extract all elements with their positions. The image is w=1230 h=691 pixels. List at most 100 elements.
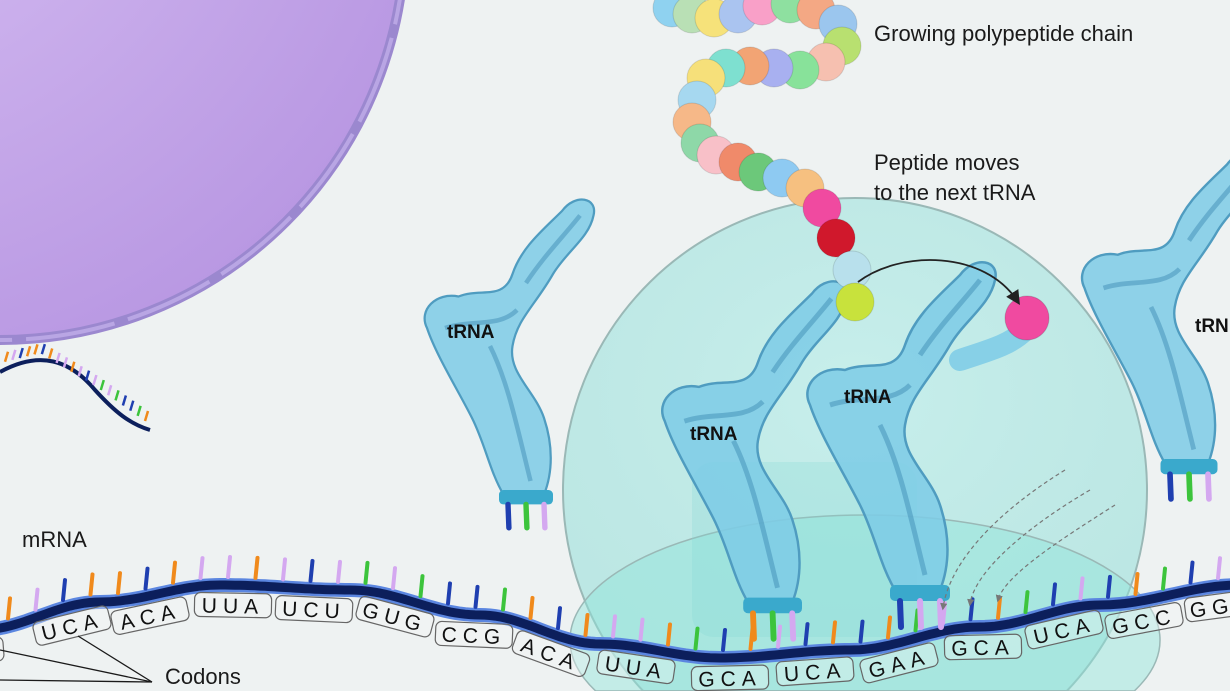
codon-text: CCG <box>441 623 507 649</box>
nucleotide-base <box>583 612 590 637</box>
codon-text: GG <box>1189 594 1230 623</box>
codon: GCA <box>690 664 770 691</box>
nucleotide-base <box>226 555 232 580</box>
nucleotide-base <box>143 410 150 422</box>
nucleotide-base <box>25 345 32 357</box>
anticodon-base <box>937 598 944 630</box>
mrna-fragment <box>0 343 151 432</box>
trna <box>423 198 596 531</box>
nucleotide-base <box>556 606 562 631</box>
nucleotide-base <box>136 405 142 417</box>
trna-label: tRNA <box>844 387 892 408</box>
trna-label: tRNA <box>447 322 495 343</box>
nucleotide-base <box>198 556 205 581</box>
nucleotide-base <box>143 566 150 591</box>
nucleotide-base <box>693 626 700 651</box>
nucleotide-base <box>77 365 83 377</box>
nucleotide-base <box>858 619 865 644</box>
nucleotide-base <box>913 608 920 633</box>
trna <box>661 280 848 642</box>
nucleotide-base <box>1216 556 1222 581</box>
nucleotide-base <box>1106 574 1112 599</box>
nucleotide-base <box>1051 582 1057 607</box>
nucleotide-base <box>968 597 975 622</box>
amino-acid-bead <box>816 218 856 258</box>
codon: A <box>0 636 5 664</box>
anticodon-base <box>750 610 757 642</box>
nucleotide-base <box>116 571 122 596</box>
nucleotide-base <box>831 620 837 645</box>
nucleotide-base <box>1188 560 1195 585</box>
nucleotide-base <box>996 595 1002 620</box>
codon-text: GCA <box>951 636 1015 660</box>
nucleotide-base <box>70 361 76 373</box>
trna-molecules <box>423 159 1230 642</box>
nucleotide-base <box>129 400 135 412</box>
anticodon-base <box>789 610 797 642</box>
codon: UCU <box>274 595 354 624</box>
polypeptide-label: Growing polypeptide chain <box>874 21 1134 46</box>
anticodon-base <box>769 610 777 642</box>
nucleotide-base <box>114 390 120 401</box>
nucleotide-base <box>1161 566 1167 591</box>
peptide-moves-label: Peptide moves <box>874 150 1020 175</box>
nucleotide-base <box>721 627 727 652</box>
nucleotide-base <box>336 559 342 584</box>
nucleotide-base <box>62 357 69 368</box>
nucleotide-base <box>446 581 452 606</box>
codon-text: GCA <box>698 667 762 691</box>
nucleotide-base <box>11 349 17 361</box>
codon: GCA <box>943 633 1023 661</box>
anticodon-base <box>1186 471 1193 502</box>
nucleotide-base <box>1023 590 1030 615</box>
nucleotide-base <box>281 557 287 582</box>
nucleotide-base <box>501 587 507 612</box>
nucleotide-base <box>84 370 91 381</box>
mrna-backbone <box>0 580 1230 663</box>
nucleotide-base <box>106 384 113 396</box>
nucleotide-base <box>40 343 47 355</box>
nucleotide-base <box>363 560 370 585</box>
nucleotide-base <box>803 622 810 647</box>
nucleotide-base <box>92 374 98 386</box>
codon-text: UUA <box>202 595 265 619</box>
nucleotide-base <box>611 614 617 639</box>
nucleotide-base <box>121 395 128 406</box>
nucleus <box>0 0 405 345</box>
nucleotide-base <box>88 572 95 597</box>
nucleotide-base <box>1078 576 1085 601</box>
codon: UCA <box>775 656 855 687</box>
nucleotide-base <box>33 587 40 612</box>
nucleotide-base <box>3 351 10 363</box>
nucleotide-base <box>33 344 39 355</box>
nucleotide-base <box>473 584 480 609</box>
mrna-label: mRNA <box>22 527 87 552</box>
nucleotide-base <box>1133 571 1140 596</box>
nucleotide-base <box>48 348 54 359</box>
anticodon-base <box>897 598 904 630</box>
codon-pointer-lines <box>0 635 153 683</box>
peptide-transfer-arrow <box>857 259 1020 306</box>
trna-label: tRNA <box>690 424 738 445</box>
anticodon-base <box>523 501 530 531</box>
nucleotide-base <box>253 555 260 580</box>
nucleotide-base <box>886 615 892 640</box>
anticodon-base <box>1167 471 1174 502</box>
codon: CCG <box>434 620 514 649</box>
peptide-moves-label-2: to the next tRNA <box>874 180 1036 205</box>
amino-acid-bead <box>835 282 875 322</box>
anticodon-base <box>1205 471 1212 502</box>
nucleotide-base <box>18 347 24 359</box>
codons-label: Codons <box>165 664 241 689</box>
anticodon-base <box>541 501 548 531</box>
codon: UUA <box>193 591 273 619</box>
nucleotide-base <box>55 352 61 364</box>
polypeptide-chain <box>652 0 1050 341</box>
nucleotide-base <box>666 622 672 647</box>
codon-text: UCU <box>282 598 346 624</box>
incoming-pointer-lines <box>940 469 1116 611</box>
trna-label: tRN <box>1195 316 1229 337</box>
trna <box>1080 159 1230 502</box>
